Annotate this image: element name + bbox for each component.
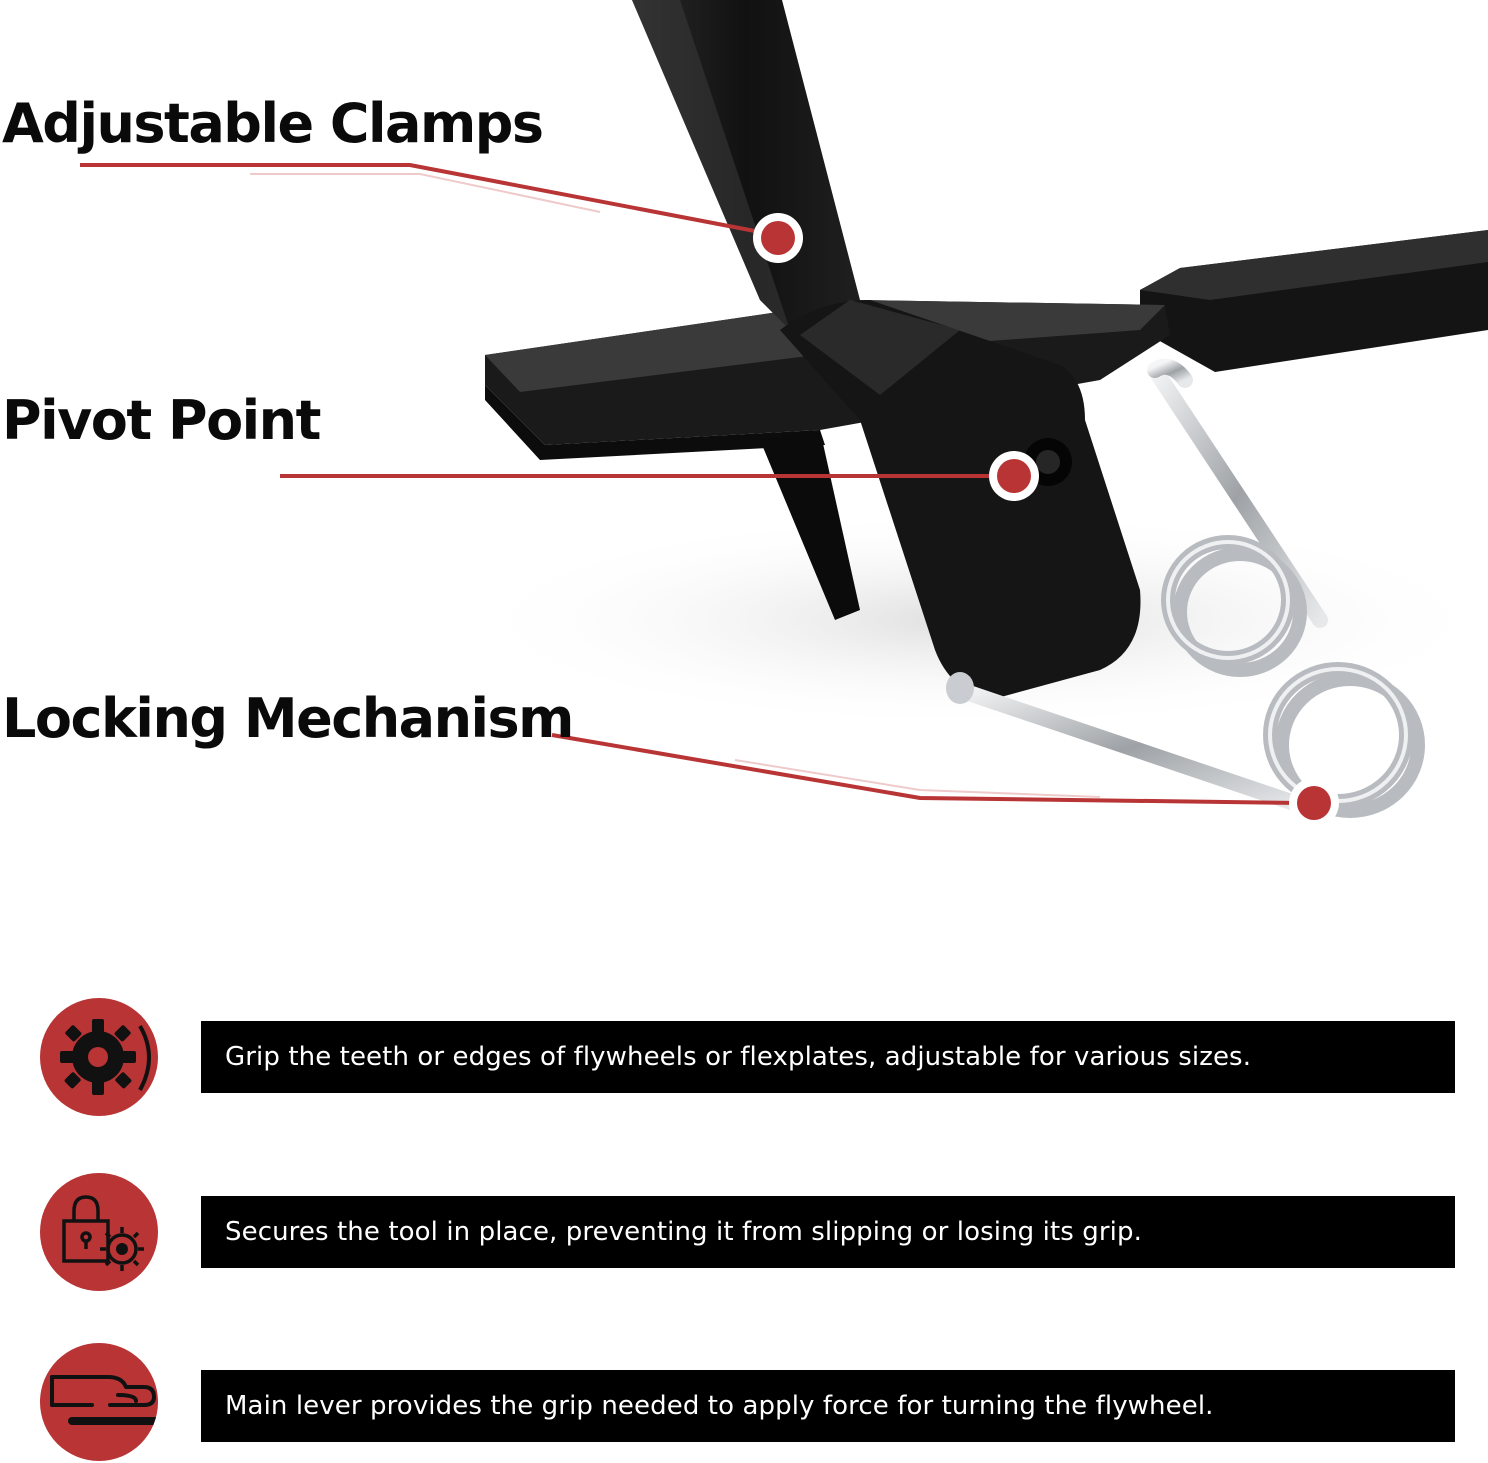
adjustable-clamps-label: Adjustable Clamps — [2, 92, 544, 155]
lock-gear-icon — [40, 1173, 158, 1291]
hand-lever-icon — [40, 1343, 158, 1461]
feature-bar-lever: Main lever provides the grip needed to a… — [201, 1370, 1455, 1442]
feature-bar-grip: Grip the teeth or edges of flywheels or … — [201, 1021, 1455, 1093]
feature-text: Main lever provides the grip needed to a… — [225, 1391, 1214, 1421]
pivot-point-label: Pivot Point — [2, 389, 321, 452]
locking-mechanism-label: Locking Mechanism — [2, 687, 574, 750]
feature-text: Grip the teeth or edges of flywheels or … — [225, 1042, 1252, 1072]
flywheel-tool-illustration — [80, 0, 1488, 820]
feature-text: Secures the tool in place, preventing it… — [225, 1217, 1142, 1247]
gear-grip-icon — [40, 998, 158, 1116]
feature-bar-lock: Secures the tool in place, preventing it… — [201, 1196, 1455, 1268]
